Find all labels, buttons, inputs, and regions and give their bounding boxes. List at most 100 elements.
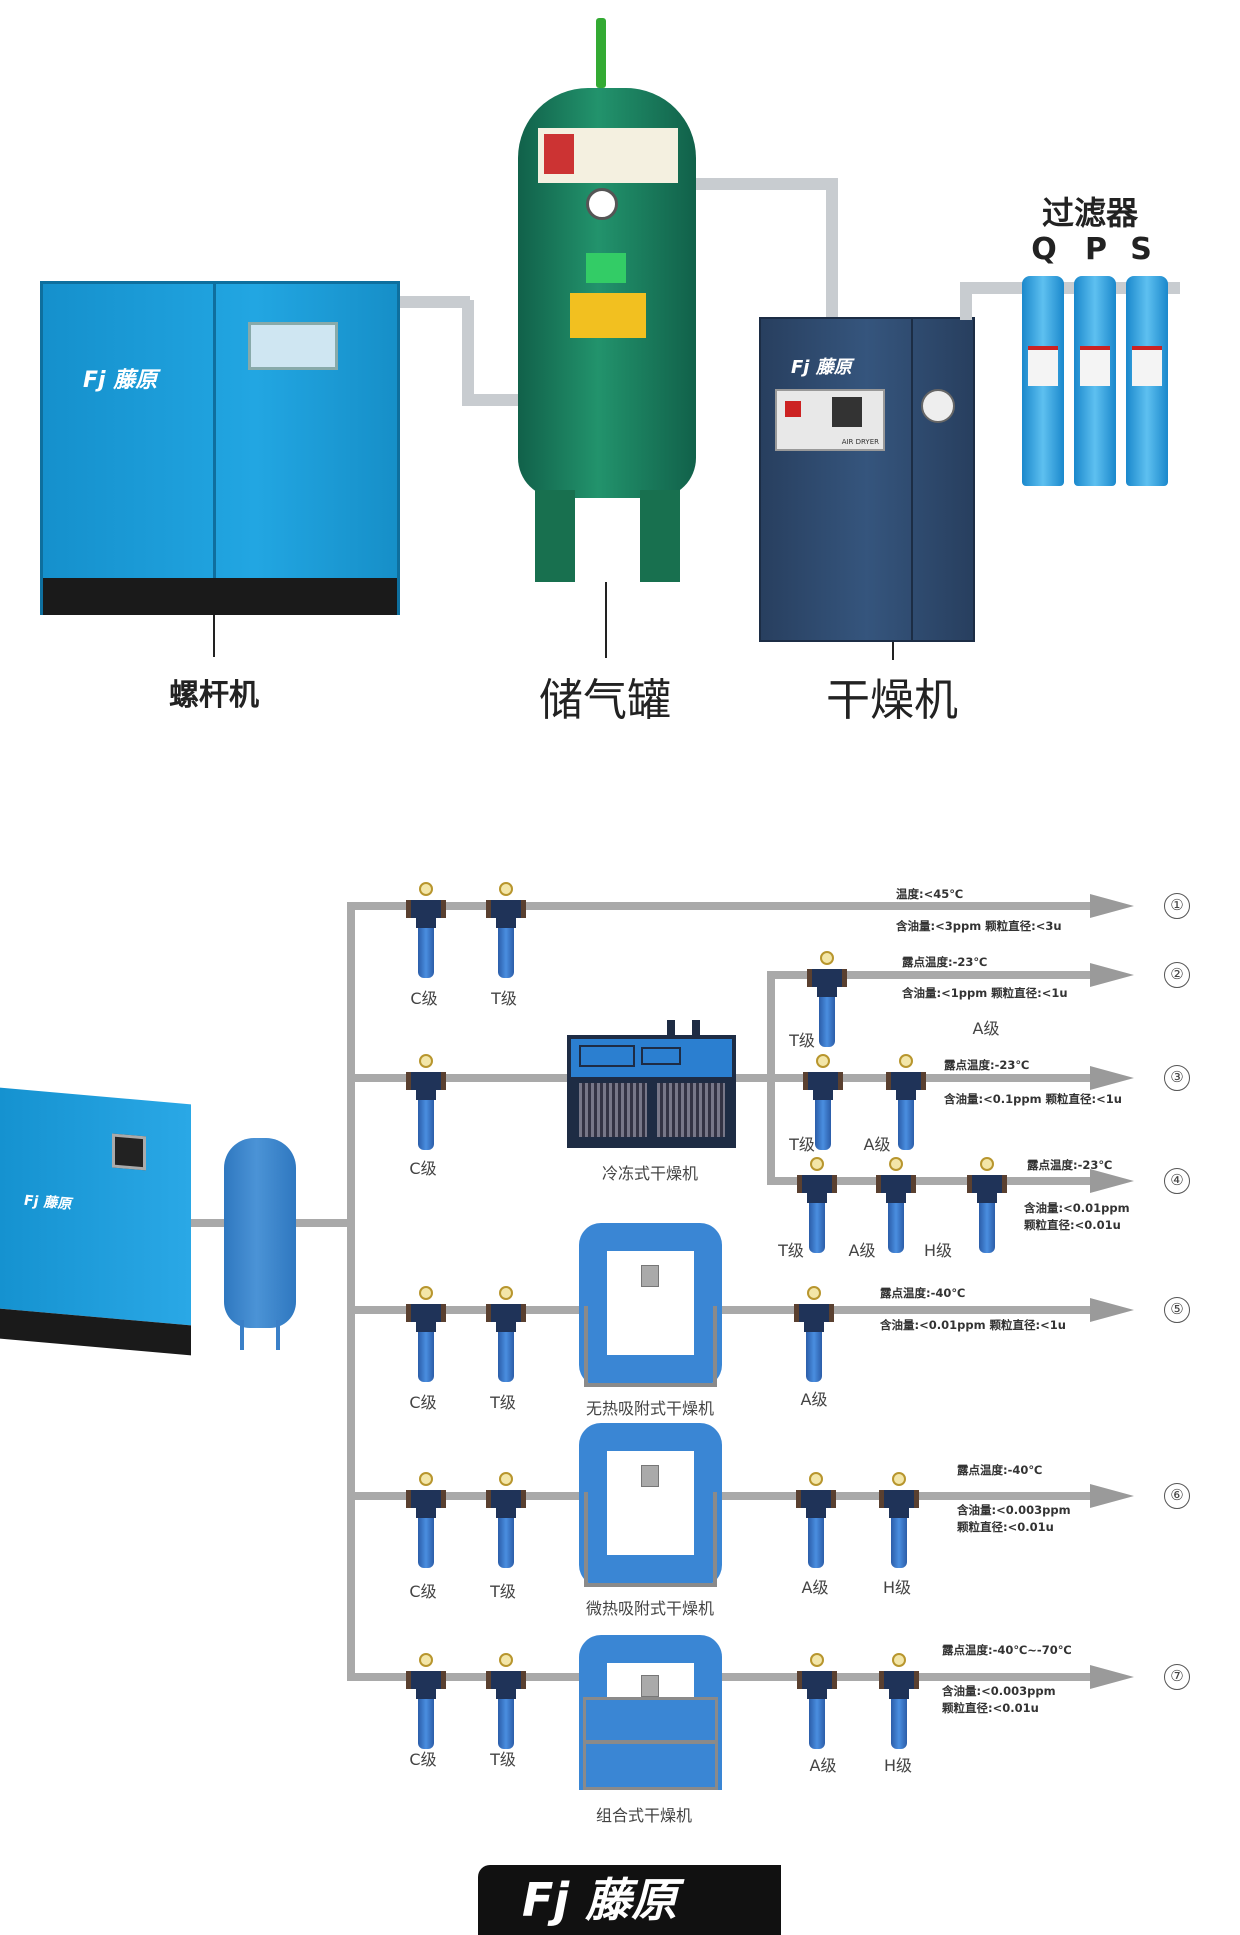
dryer-label: 无热吸附式干燥机: [585, 1399, 715, 1418]
grade-label: H级: [883, 1756, 913, 1775]
spec-row-4: 露点温度:-23℃: [1027, 1158, 1113, 1172]
filter-a: [792, 1286, 836, 1386]
pipe: [462, 394, 522, 406]
grade-label: A级: [809, 1756, 837, 1775]
filter-h: [877, 1653, 921, 1753]
filter-a: [884, 1054, 928, 1154]
spec-row-6: 露点温度:-40℃: [957, 1463, 1043, 1477]
filter-grade-q: Q: [1031, 232, 1057, 267]
filter-c: [404, 1472, 448, 1572]
dryer-panel: AIR DRYER: [775, 389, 885, 451]
grade-label: T级: [789, 1135, 815, 1154]
brand-logo: Fj 藤原: [478, 1865, 781, 1935]
dryer-label: 微热吸附式干燥机: [585, 1599, 715, 1618]
arrow-head: [1090, 894, 1134, 918]
filter-h: [877, 1472, 921, 1572]
refrigerated-dryer: Fj 藤原 AIR DRYER: [759, 317, 975, 642]
brand-logo: Fj 藤原: [24, 1192, 72, 1213]
grade-label: T级: [490, 1750, 516, 1769]
grade-label: C级: [409, 1393, 437, 1412]
row-number-3: ③: [1164, 1065, 1190, 1091]
spec-row-1: 含油量:<3ppm 颗粒直径:<3u: [896, 919, 1062, 933]
filter-t: [801, 1054, 845, 1154]
row-number-4: ④: [1164, 1168, 1190, 1194]
spec-row-5: 含油量:<0.01ppm 颗粒直径:<1u: [880, 1318, 1066, 1332]
combined-dryer: [579, 1635, 722, 1790]
filter-title: 过滤器: [1041, 194, 1139, 232]
arrow-head: [1090, 1484, 1134, 1508]
arrow-head: [1090, 1066, 1134, 1090]
pipe: [400, 296, 470, 308]
filter-t: [484, 1286, 528, 1386]
filter-t: [795, 1157, 839, 1257]
spec-row-5: 露点温度:-40℃: [880, 1286, 966, 1300]
spec-row-1: 温度:<45℃: [896, 887, 964, 901]
tank-label: 储气罐: [539, 675, 671, 726]
pipe: [826, 178, 838, 320]
screw-compressor: Fj 藤原: [0, 1087, 191, 1356]
spec-row-3: 露点温度:-23℃: [944, 1058, 1030, 1072]
filter-c: [404, 1286, 448, 1386]
brand-logo: Fj 藤原: [791, 357, 852, 378]
pipe: [696, 178, 836, 190]
filter-c: [404, 1054, 448, 1154]
spec-row-2: 露点温度:-23℃: [902, 955, 988, 969]
compressor-label: 螺杆机: [169, 678, 259, 713]
row-number-2: ②: [1164, 962, 1190, 988]
grade-label: A级: [800, 1390, 828, 1409]
filter-t: [484, 882, 528, 982]
filter-c: [404, 882, 448, 982]
grade-label: A级: [801, 1578, 829, 1597]
grade-label: T级: [491, 989, 517, 1008]
row-number-7: ⑦: [1164, 1664, 1190, 1690]
grade-label: C级: [409, 1750, 437, 1769]
grade-label: T级: [789, 1031, 815, 1050]
grade-label: C级: [410, 989, 438, 1008]
filter-q: [1022, 276, 1064, 486]
grade-label: A级: [848, 1241, 876, 1260]
grade-label: T级: [490, 1393, 516, 1412]
filter-t: [805, 951, 849, 1051]
heatless-adsorption-dryer: [579, 1223, 722, 1387]
filter-c: [404, 1653, 448, 1753]
grade-label: T级: [490, 1582, 516, 1601]
screw-compressor: Fj 藤原: [40, 281, 400, 615]
grade-label: T级: [778, 1241, 804, 1260]
pipe: [462, 300, 474, 400]
brand-logo: Fj 藤原: [83, 368, 158, 393]
grade-label: H级: [882, 1578, 912, 1597]
filter-a: [794, 1472, 838, 1572]
filter-grade-p: P: [1085, 232, 1107, 267]
spec-row-3: 含油量:<0.1ppm 颗粒直径:<1u: [944, 1092, 1122, 1106]
grade-label: A级: [972, 1019, 1000, 1038]
filter-s: [1126, 276, 1168, 486]
grade-label: H级: [923, 1241, 953, 1260]
spec-row-7: 露点温度:-40℃~-70℃: [942, 1643, 1072, 1657]
row-number-6: ⑥: [1164, 1483, 1190, 1509]
dryer-label: 组合式干燥机: [595, 1806, 693, 1825]
air-tank: [224, 1138, 296, 1328]
tank-valve: [596, 18, 606, 88]
control-screen: [248, 322, 338, 370]
grade-label: A级: [863, 1135, 891, 1154]
filter-a: [874, 1157, 918, 1257]
arrow-head: [1090, 1169, 1134, 1193]
grade-label: C级: [409, 1582, 437, 1601]
refrigerated-dryer: [567, 1035, 736, 1148]
filter-a: [795, 1653, 839, 1753]
row-number-1: ①: [1164, 893, 1190, 919]
grade-label: C级: [409, 1159, 437, 1178]
pressure-gauge: [586, 188, 618, 220]
heated-adsorption-dryer: [579, 1423, 722, 1587]
filter-t: [484, 1653, 528, 1753]
dryer-label: 干燥机: [826, 675, 958, 726]
filter-grade-s: S: [1130, 232, 1152, 267]
dryer-label: 冷冻式干燥机: [601, 1164, 699, 1183]
filter-t: [484, 1472, 528, 1572]
main-header-pipe: [347, 902, 355, 1681]
arrow-head: [1090, 1665, 1134, 1689]
arrow-head: [1090, 1298, 1134, 1322]
arrow-head: [1090, 963, 1134, 987]
air-tank: [518, 88, 696, 498]
